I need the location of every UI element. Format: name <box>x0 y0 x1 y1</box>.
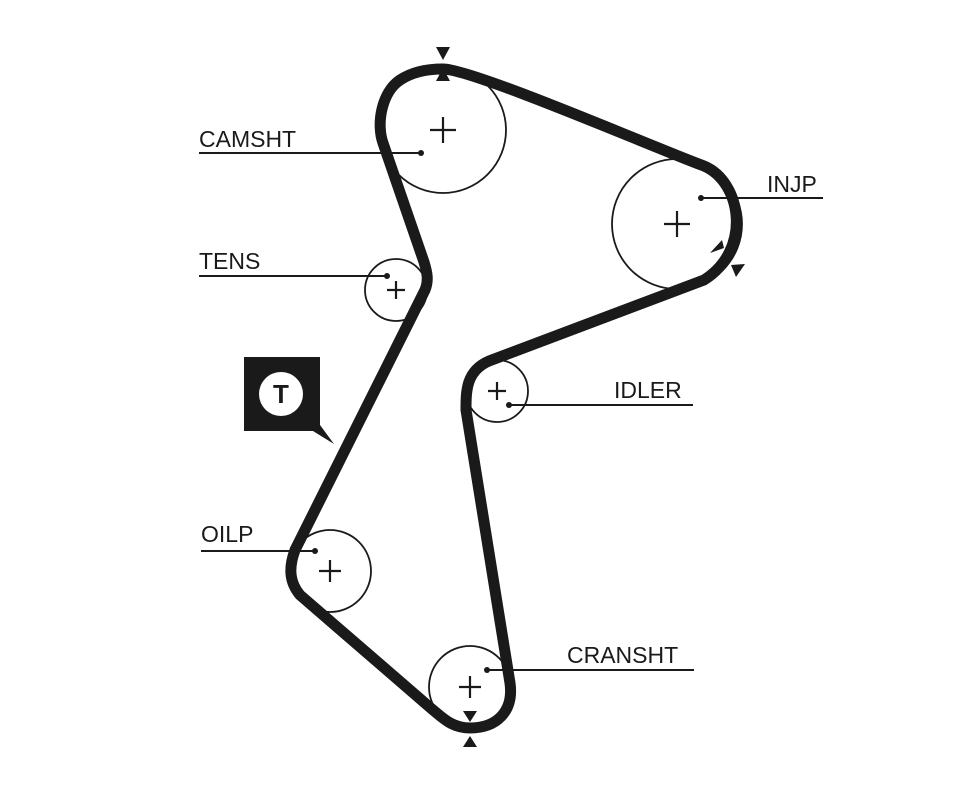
injection-pump-callout: INJP <box>698 171 823 201</box>
crankshaft-label: CRANSHT <box>567 642 678 668</box>
injection-pump-label: INJP <box>767 171 817 197</box>
oil-pump-callout: OILP <box>201 521 318 554</box>
tensioner-label: TENS <box>199 248 260 274</box>
camshaft-callout: CAMSHT <box>199 126 424 156</box>
crankshaft-timing-mark <box>463 711 477 747</box>
tensioner-badge-icon: T <box>244 357 334 444</box>
oil-pump-label: OILP <box>201 521 253 547</box>
crankshaft-callout: CRANSHT <box>484 642 694 673</box>
camshaft-label: CAMSHT <box>199 126 296 152</box>
idler-label: IDLER <box>614 377 682 403</box>
tensioner-callout: TENS <box>199 248 390 279</box>
camshaft-timing-mark <box>436 47 450 81</box>
tensioner-badge-letter: T <box>273 379 289 409</box>
injection-pump-timing-mark <box>710 240 745 277</box>
idler-callout: IDLER <box>506 377 693 408</box>
timing-belt <box>285 63 742 734</box>
